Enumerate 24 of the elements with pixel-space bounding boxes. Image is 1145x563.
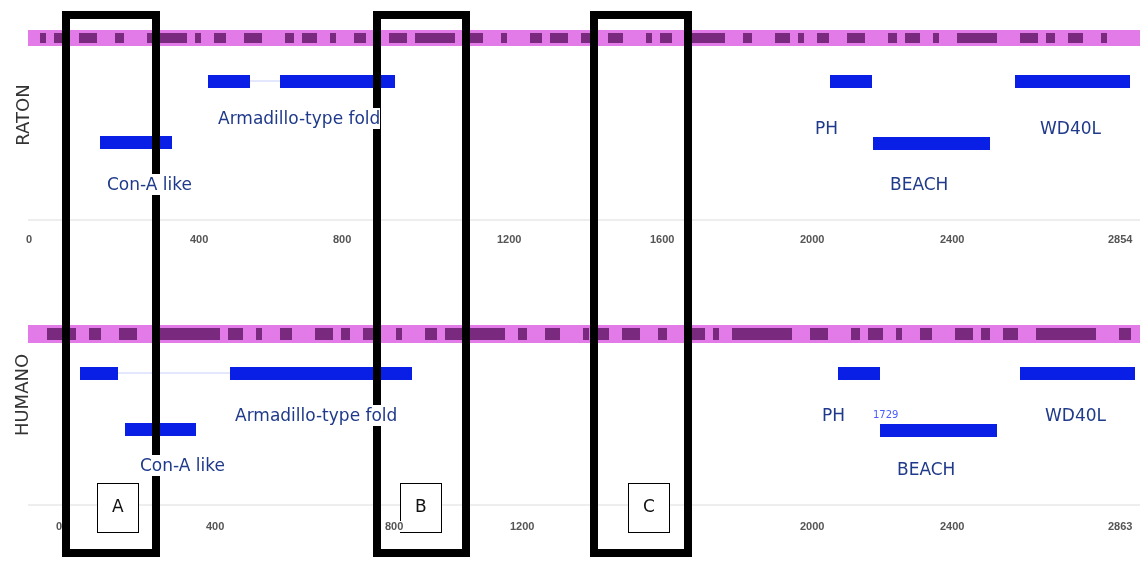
axis-tick-label: 2854	[1108, 234, 1133, 245]
domain-label: Armadillo-type fold	[235, 405, 398, 426]
axis-tick-label: 400	[206, 521, 225, 532]
species-label: HUMANO	[13, 353, 32, 437]
axis-tick-label: 2000	[800, 234, 825, 245]
axis-tick-label: 800	[333, 234, 352, 245]
domain-label: Armadillo-type fold	[218, 108, 381, 129]
axis-tick-label: 2400	[940, 521, 965, 532]
position-label: 1729	[873, 410, 899, 420]
axis-tick-label: 400	[190, 234, 209, 245]
domain-label: Con-A like	[140, 455, 225, 476]
axis-tick-label: 0	[56, 521, 63, 532]
axis-tick-label: 0	[26, 234, 33, 245]
species-label: RATON	[13, 84, 32, 146]
axis-tick-label: 1200	[510, 521, 535, 532]
domain-label: Con-A like	[107, 174, 192, 195]
axis-tick-label: 800	[385, 521, 404, 532]
axis-tick-label: 2400	[940, 234, 965, 245]
region-label: C	[628, 483, 670, 533]
region-label: A	[97, 483, 139, 533]
axis-tick-label: 2000	[800, 521, 825, 532]
axis-tick-label: 2863	[1108, 521, 1133, 532]
axis-tick-label: 1600	[650, 234, 675, 245]
axis-tick-label: 1200	[497, 234, 522, 245]
